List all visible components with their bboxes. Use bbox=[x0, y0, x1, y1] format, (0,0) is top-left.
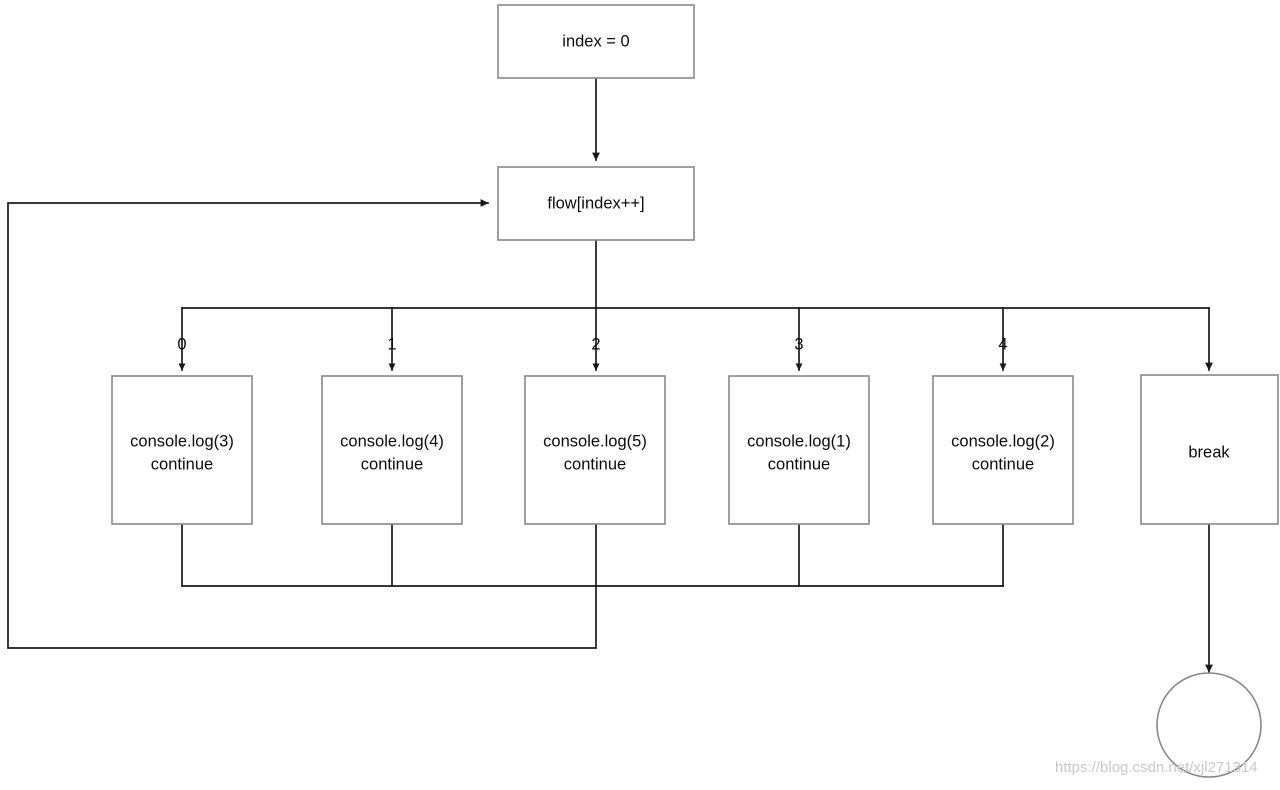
node-end[interactable] bbox=[1156, 672, 1262, 778]
node-case-0[interactable]: console.log(3) continue bbox=[111, 375, 253, 525]
node-end-circle[interactable] bbox=[1156, 672, 1262, 778]
node-case-1[interactable]: console.log(4) continue bbox=[321, 375, 463, 525]
node-case-4-line2: continue bbox=[972, 455, 1034, 473]
branch-label-1: 1 bbox=[387, 335, 396, 353]
node-init[interactable]: index = 0 bbox=[497, 4, 695, 79]
node-case-4-box[interactable] bbox=[932, 375, 1074, 525]
node-dispatch-box[interactable] bbox=[497, 166, 695, 241]
branch-label-3: 3 bbox=[794, 335, 803, 353]
edge-layer bbox=[7, 77, 1213, 673]
node-case-0-line1: console.log(3) bbox=[130, 432, 234, 450]
node-break-box[interactable] bbox=[1140, 374, 1279, 525]
node-dispatch[interactable]: flow[index++] bbox=[497, 166, 695, 241]
branch-label-4: 4 bbox=[998, 335, 1007, 353]
node-init-box[interactable] bbox=[497, 4, 695, 79]
node-case-3-line2: continue bbox=[768, 455, 830, 473]
node-init-label: index = 0 bbox=[562, 32, 629, 50]
node-case-1-line2: continue bbox=[361, 455, 423, 473]
branch-label-layer: 0 1 2 3 4 bbox=[177, 335, 1007, 353]
node-case-4-line1: console.log(2) bbox=[951, 432, 1055, 450]
node-dispatch-label: flow[index++] bbox=[547, 194, 644, 212]
node-case-2-line1: console.log(5) bbox=[543, 432, 647, 450]
node-case-2-box[interactable] bbox=[524, 375, 666, 525]
watermark: https://blog.csdn.net/xjl271314 bbox=[1055, 759, 1258, 776]
node-case-3-line1: console.log(1) bbox=[747, 432, 851, 450]
node-case-4[interactable]: console.log(2) continue bbox=[932, 375, 1074, 525]
node-case-2[interactable]: console.log(5) continue bbox=[524, 375, 666, 525]
node-case-0-box[interactable] bbox=[111, 375, 253, 525]
node-case-0-line2: continue bbox=[151, 455, 213, 473]
node-case-1-box[interactable] bbox=[321, 375, 463, 525]
node-case-1-line1: console.log(4) bbox=[340, 432, 444, 450]
node-case-2-line2: continue bbox=[564, 455, 626, 473]
node-break-label: break bbox=[1188, 443, 1230, 461]
edge-loop-back-to-dispatch bbox=[7, 199, 597, 649]
node-case-3[interactable]: console.log(1) continue bbox=[728, 375, 870, 525]
node-break[interactable]: break bbox=[1140, 374, 1279, 525]
branch-label-2: 2 bbox=[591, 335, 600, 353]
node-case-3-box[interactable] bbox=[728, 375, 870, 525]
branch-label-0: 0 bbox=[177, 335, 186, 353]
